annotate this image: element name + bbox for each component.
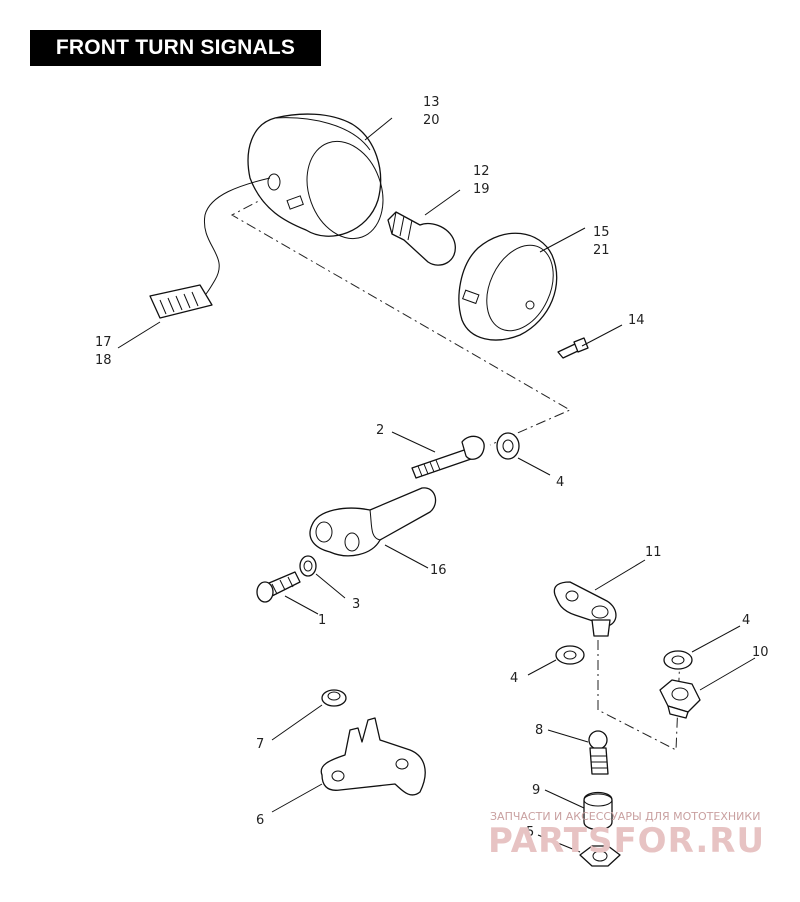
- callout-numbers: 13 20 12 19 15 21 14 17 18 2 4 16 3 1 11…: [95, 95, 769, 840]
- turn-signal-bulb: [387, 211, 456, 266]
- callout-leaders: [117, 117, 756, 853]
- rubber-grommet: [321, 689, 347, 707]
- ball-stud: [588, 730, 609, 775]
- watermark: ЗАПЧАСТИ И АКСЕССУАРЫ ДЛЯ МОТОТЕХНИКИ PA…: [488, 810, 765, 861]
- callout-9: 9: [532, 783, 540, 798]
- turn-signal-lens: [458, 232, 558, 341]
- callout-13: 13: [423, 95, 440, 110]
- watermark-logo: PARTSFOR.RU: [488, 821, 765, 861]
- spacer-bushing: [583, 791, 613, 831]
- callout-3: 3: [352, 597, 360, 612]
- callout-10: 10: [752, 645, 769, 660]
- mounting-bolt: [411, 435, 485, 479]
- callout-7: 7: [256, 737, 264, 752]
- callout-18: 18: [95, 353, 112, 368]
- callout-2: 2: [376, 423, 384, 438]
- callout-12: 12: [473, 164, 490, 179]
- callout-14: 14: [628, 313, 645, 328]
- hex-nut-lower: [579, 845, 621, 867]
- lock-washer-left: [555, 645, 585, 665]
- lower-bracket: [553, 581, 617, 637]
- assembly-line-main: [230, 194, 572, 446]
- hex-nut-right: [659, 679, 701, 719]
- wire-connector: [149, 284, 213, 319]
- lens-screw: [557, 337, 589, 359]
- callout-4-upper: 4: [556, 475, 564, 490]
- callout-20: 20: [423, 113, 440, 128]
- wire-harness: [199, 177, 271, 301]
- callout-17: 17: [95, 335, 112, 350]
- mounting-plate: [320, 717, 426, 796]
- lock-washer-upper: [496, 432, 520, 460]
- callout-4-left: 4: [510, 671, 518, 686]
- turn-signal-housing: [247, 113, 384, 240]
- callout-6: 6: [256, 813, 264, 828]
- callout-21: 21: [593, 243, 610, 258]
- watermark-tagline: ЗАПЧАСТИ И АКСЕССУАРЫ ДЛЯ МОТОТЕХНИКИ: [490, 810, 760, 823]
- callout-16: 16: [430, 563, 447, 578]
- callout-11: 11: [645, 545, 662, 560]
- flat-washer: [299, 555, 317, 577]
- callout-4-right: 4: [742, 613, 750, 628]
- callout-15: 15: [593, 225, 610, 240]
- callout-5: 5: [526, 825, 534, 840]
- callout-1: 1: [318, 613, 326, 628]
- diagram-title: FRONT TURN SIGNALS: [30, 30, 321, 66]
- callout-8: 8: [535, 723, 543, 738]
- mounting-arm: [309, 487, 437, 557]
- callout-19: 19: [473, 182, 490, 197]
- lock-washer-right: [663, 650, 693, 670]
- socket-screw: [256, 571, 301, 603]
